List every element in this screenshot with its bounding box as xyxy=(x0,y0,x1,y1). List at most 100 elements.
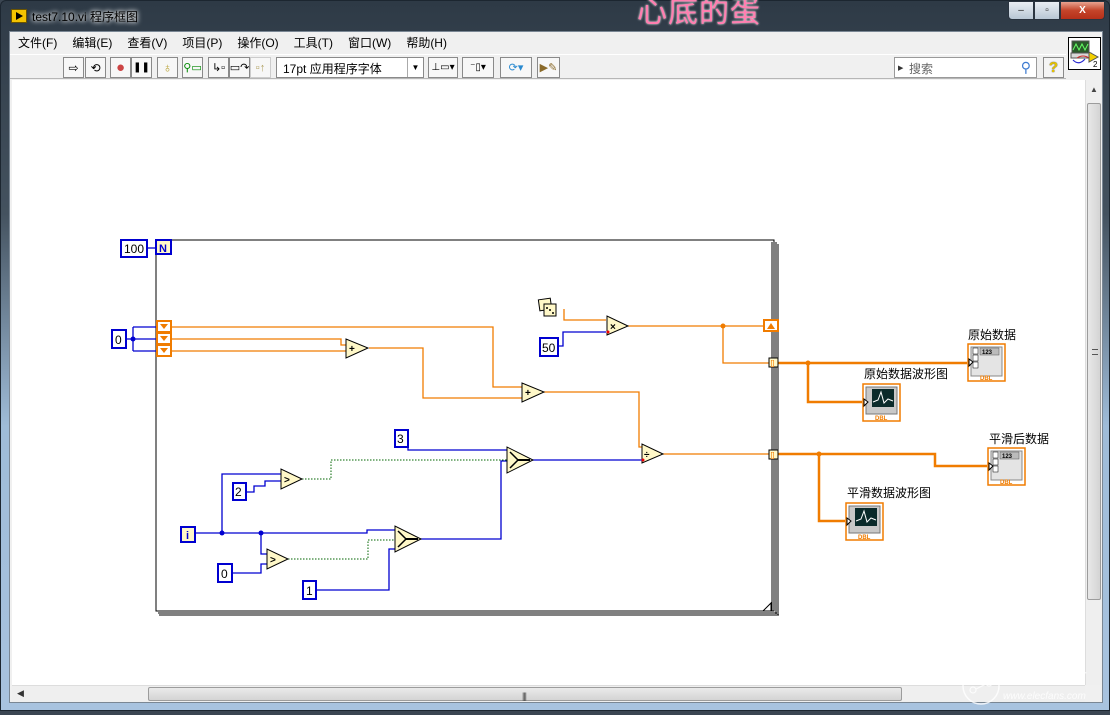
watermark-url: www.elecfans.com xyxy=(1003,691,1086,702)
svg-text:DBL: DBL xyxy=(980,376,993,382)
svg-text:123: 123 xyxy=(1002,454,1013,460)
smoothed-waveform-graph-indicator[interactable]: DBL xyxy=(845,502,884,541)
shift-register-left-terminals[interactable] xyxy=(156,320,172,357)
svg-text:i: i xyxy=(186,530,189,542)
iteration-terminal[interactable]: i xyxy=(180,526,196,543)
indicator-label-raw-data: 原始数据 xyxy=(968,327,1016,342)
indicator-label-raw-graph: 原始数据波形图 xyxy=(864,366,948,381)
horizontal-scroll-thumb[interactable]: ||| xyxy=(148,687,902,701)
maximize-button[interactable]: ▫ xyxy=(1034,1,1060,20)
svg-text:>: > xyxy=(270,555,276,566)
search-placeholder: 搜索 xyxy=(909,62,934,76)
svg-text:[]: [] xyxy=(771,453,775,460)
select-one-constant[interactable]: 1 xyxy=(302,580,317,600)
add-function-node[interactable]: + xyxy=(521,382,546,403)
svg-text:[]: [] xyxy=(771,361,775,368)
divide-function-node[interactable]: ÷ xyxy=(641,443,665,464)
step-over-button[interactable]: ▭↷ xyxy=(229,57,250,78)
menu-window[interactable]: 窗口(W) xyxy=(347,36,392,50)
horizontal-scrollbar[interactable]: ◀ ||| xyxy=(12,685,1085,702)
block-diagram-client: 文件(F) 编辑(E) 查看(V) 项目(P) 操作(O) 工具(T) 窗口(W… xyxy=(9,31,1103,703)
svg-text:DBL: DBL xyxy=(875,416,888,422)
random-number-dice-icon[interactable] xyxy=(537,297,557,317)
menu-view[interactable]: 查看(V) xyxy=(127,36,168,50)
run-arrow-icon: ⇨ xyxy=(68,60,79,75)
loop-count-terminal[interactable]: N xyxy=(155,239,172,255)
cleanup-diagram-button[interactable]: ▶✎ xyxy=(537,57,560,78)
wire-junction xyxy=(219,530,225,536)
scroll-left-icon[interactable]: ◀ xyxy=(17,688,24,698)
add-function-node[interactable]: + xyxy=(345,338,370,359)
multiplier-constant[interactable]: 50 xyxy=(539,337,559,357)
shift-register-init-constant[interactable]: 0 xyxy=(111,329,127,349)
bool-wires xyxy=(288,459,507,560)
svg-text:1: 1 xyxy=(306,584,313,598)
scroll-up-icon[interactable]: ▲ xyxy=(1090,85,1098,94)
lightbulb-icon: ♁ xyxy=(162,60,173,75)
context-help-button[interactable]: ? xyxy=(1043,57,1064,78)
probe-icon: ⚲▭ xyxy=(183,62,202,74)
pause-button[interactable]: ❚❚ xyxy=(131,57,152,78)
wire-junction xyxy=(720,323,726,329)
run-button[interactable]: ⇨ xyxy=(63,57,84,78)
run-continuously-button[interactable]: ⟲ xyxy=(85,57,106,78)
step-out-button[interactable]: ▫↑ xyxy=(250,57,271,78)
vertical-scrollbar[interactable]: ▲ xyxy=(1085,80,1102,685)
reorder-button[interactable]: ⟳▾ xyxy=(500,57,532,78)
loop-count-value: 100 xyxy=(124,242,144,256)
divisor-three-constant[interactable]: 3 xyxy=(394,429,409,448)
step-into-button[interactable]: ↳▫ xyxy=(208,57,229,78)
vi-icon[interactable]: 2 xyxy=(1068,37,1101,70)
svg-text:×: × xyxy=(610,322,616,333)
menu-help[interactable]: 帮助(H) xyxy=(406,36,447,50)
multiply-function-node[interactable]: × xyxy=(606,315,630,336)
elecfans-watermark: 电子发烧友 www.elecfans.com xyxy=(959,656,1109,710)
int-wires xyxy=(126,247,642,591)
select-function-node[interactable] xyxy=(394,525,423,553)
minimize-button[interactable]: – xyxy=(1008,1,1034,20)
vi-icon-graphic: 2 xyxy=(1070,40,1100,69)
search-icon: ⚲ xyxy=(1020,59,1031,75)
auto-index-tunnel-smooth[interactable]: [] xyxy=(768,449,779,460)
close-button[interactable]: X xyxy=(1060,1,1105,20)
select-function-node[interactable] xyxy=(506,446,535,474)
svg-text:DBL: DBL xyxy=(1000,480,1013,486)
svg-text:>: > xyxy=(284,475,290,486)
raw-data-array-indicator[interactable]: 123 DBL xyxy=(967,343,1006,382)
retain-wire-values-button[interactable]: ⚲▭ xyxy=(182,57,203,78)
loop-resize-corner-icon[interactable] xyxy=(761,601,772,612)
text-settings-select[interactable]: 17pt 应用程序字体 ▼ xyxy=(276,57,424,78)
auto-index-tunnel-raw[interactable]: [] xyxy=(768,357,779,368)
vertical-scroll-thumb[interactable] xyxy=(1087,103,1101,600)
menu-operate[interactable]: 操作(O) xyxy=(237,36,279,50)
compare-zero-constant[interactable]: 0 xyxy=(217,563,233,583)
greater-than-node[interactable]: > xyxy=(266,548,290,570)
search-input[interactable]: ▶ 搜索 ⚲ xyxy=(894,57,1037,78)
watermark-cn: 电子发烧友 xyxy=(1005,669,1087,687)
chevron-down-icon: ▼ xyxy=(407,58,423,77)
menu-edit[interactable]: 编辑(E) xyxy=(72,36,113,50)
shift-register-right-terminal[interactable] xyxy=(763,319,779,332)
distribute-objects-button[interactable]: ⁻▯▾ xyxy=(462,57,494,78)
for-loop-structure[interactable] xyxy=(155,239,779,616)
greater-than-node[interactable]: > xyxy=(280,468,304,490)
menu-file[interactable]: 文件(F) xyxy=(18,36,58,50)
menu-project[interactable]: 项目(P) xyxy=(182,36,223,50)
raw-waveform-graph-indicator[interactable]: DBL xyxy=(862,383,901,422)
svg-text:123: 123 xyxy=(982,350,993,356)
abort-button[interactable]: ● xyxy=(110,57,131,78)
reorder-icon: ⟳▾ xyxy=(508,62,524,74)
compare-two-constant[interactable]: 2 xyxy=(232,482,247,501)
menu-tools[interactable]: 工具(T) xyxy=(293,36,333,50)
block-diagram-canvas[interactable]: 100 N 0 xyxy=(12,80,1085,685)
svg-text:50: 50 xyxy=(542,341,556,355)
title-bar[interactable]: test7.10.vi 程序框图 心底的蛋 – ▫ X xyxy=(1,0,1109,31)
smoothed-data-array-indicator[interactable]: 123 DBL xyxy=(987,447,1026,486)
svg-text:0: 0 xyxy=(221,567,228,581)
align-objects-button[interactable]: ⊥▭▾ xyxy=(428,57,458,78)
svg-text:+: + xyxy=(349,344,355,355)
svg-text:2: 2 xyxy=(235,485,242,499)
svg-text:3: 3 xyxy=(397,432,404,446)
highlight-execution-button[interactable]: ♁ xyxy=(157,57,178,78)
loop-count-constant[interactable]: 100 xyxy=(120,239,148,258)
